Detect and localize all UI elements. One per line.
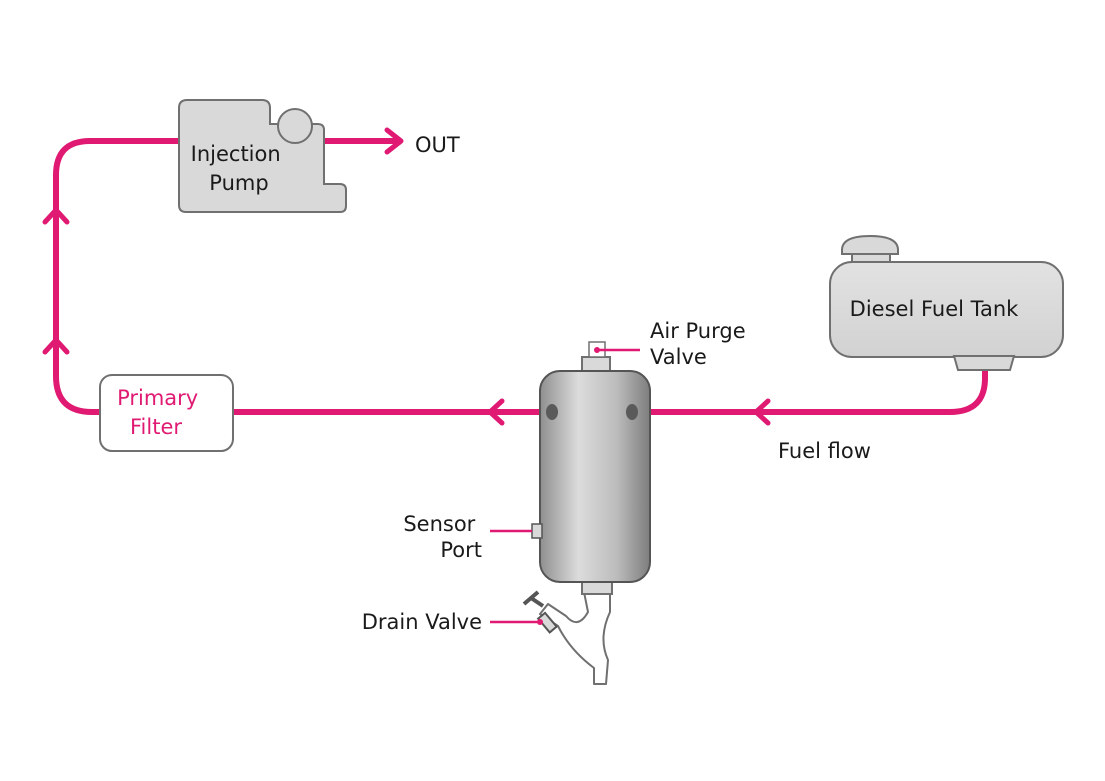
tank-outlet (952, 355, 1016, 371)
callouts: Air Purge Valve Sensor Port Drain Valve … (362, 319, 871, 634)
pipe-filter-to-pump (53, 138, 183, 415)
injection-pump-label: Injection Pump (191, 142, 288, 195)
arrow-separator-out (487, 398, 505, 426)
separator-outlet-port (546, 404, 558, 420)
drain-valve-label: Drain Valve (362, 610, 482, 634)
drain-valve-dot (537, 619, 543, 625)
injection-pump-cap (277, 108, 313, 144)
arrow-up-upper (42, 207, 70, 225)
water-separator (522, 341, 651, 685)
primary-filter-body (99, 374, 234, 452)
tank-cap (841, 234, 899, 255)
arrow-fuel-flow (753, 398, 771, 426)
tank-label: Diesel Fuel Tank (850, 297, 1019, 321)
tank-body (829, 261, 1064, 358)
arrow-out (384, 127, 404, 155)
fuel-flow-label: Fuel flow (778, 439, 871, 463)
separator-body (539, 370, 651, 583)
air-purge-label: Air Purge Valve (650, 319, 752, 369)
injection-pump: Injection Pump (178, 99, 347, 213)
drain-valve[interactable] (522, 590, 559, 634)
pipe-tank-to-separator (629, 365, 988, 415)
sensor-port (531, 523, 543, 539)
flow-arrows (42, 127, 771, 426)
out-label: OUT (415, 133, 460, 157)
primary-filter: Primary Filter (99, 374, 234, 452)
fuel-line (53, 138, 988, 415)
sensor-port-label: Sensor Port (403, 512, 482, 562)
diesel-fuel-tank: Diesel Fuel Tank (829, 234, 1064, 371)
arrow-up-lower (42, 337, 70, 355)
separator-inlet-port (626, 404, 638, 420)
drain-pipe (539, 591, 611, 685)
air-purge-dot (594, 347, 600, 353)
primary-filter-label: Primary Filter (117, 386, 205, 439)
